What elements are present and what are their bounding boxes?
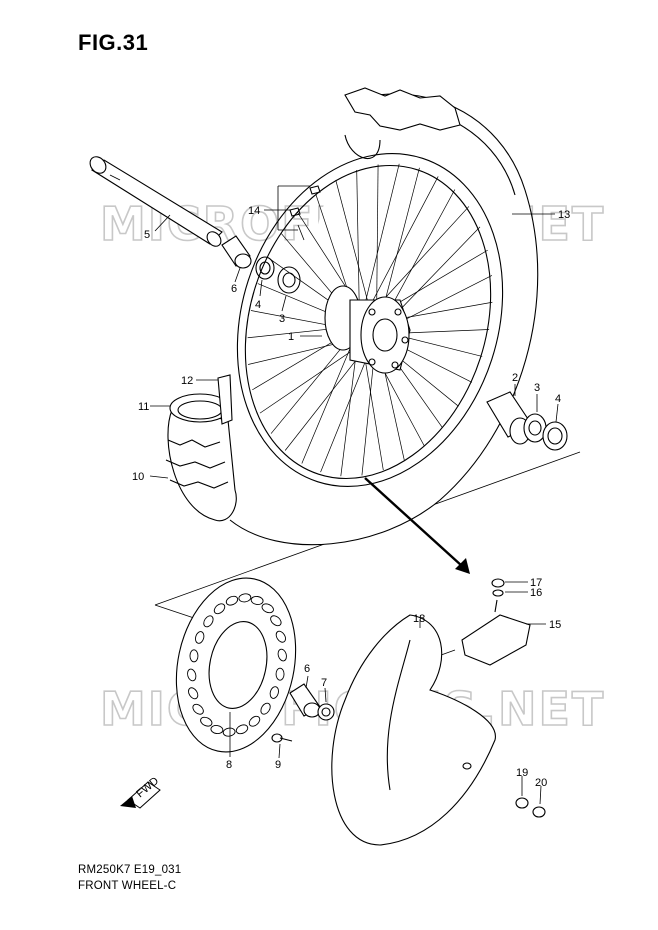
callout-leaders [149, 185, 559, 805]
wheel-hub [324, 285, 411, 374]
disc-cutout [250, 595, 264, 605]
callout-10: 10 [132, 471, 144, 483]
footer-diagram-name: FRONT WHEEL-C [78, 880, 177, 892]
disc-cutout [200, 716, 213, 727]
figure-title: FIG.31 [78, 30, 149, 55]
callout-17: 17 [530, 577, 542, 589]
disc-cutout [248, 715, 261, 727]
footer-model-code: RM250K7 E19_031 [78, 864, 182, 876]
disc-cutout [261, 603, 274, 614]
disc-cutout [213, 603, 226, 615]
front-axle [89, 156, 223, 247]
oil-seal-lower [317, 703, 335, 721]
disc-cutout [275, 630, 286, 643]
callout-16: 16 [530, 587, 542, 599]
callout-18: 18 [413, 613, 425, 625]
callout-9: 9 [275, 759, 281, 771]
assembly-arrow [364, 477, 470, 574]
disc-cutout [192, 703, 204, 715]
callout-12: 12 [181, 375, 193, 387]
brake-disc [175, 577, 297, 753]
spoke-nipples [289, 185, 321, 241]
disc-cover [331, 614, 496, 846]
disc-cutout [188, 687, 199, 700]
disc-cutout [275, 667, 285, 681]
spacer-collar-lower [289, 683, 321, 718]
disc-bolt [271, 733, 293, 743]
wheel-rim [236, 153, 504, 487]
callout-15: 15 [549, 619, 561, 631]
callout-14: 14 [248, 205, 260, 217]
callout-6-lower: 6 [304, 663, 310, 675]
disc-cutout [260, 702, 271, 715]
disc-cutout [203, 615, 214, 628]
bearing-left [277, 266, 301, 294]
cover-bolt [532, 806, 546, 818]
tire-front-section [165, 393, 237, 522]
disc-cutout [189, 649, 199, 663]
disc-cutout [269, 686, 279, 699]
callout-4-right: 4 [555, 393, 561, 405]
callout-20: 20 [535, 777, 547, 789]
disc-cutout [270, 615, 282, 627]
tube-valve [461, 578, 531, 666]
callout-3-left: 3 [279, 313, 285, 325]
oil-seal-right [542, 421, 568, 451]
callout-7: 7 [321, 677, 327, 689]
disc-cutout [277, 648, 287, 662]
spacer-collar-left [221, 235, 252, 269]
disc-cutout [238, 593, 252, 603]
callout-labels: 1 2 3 3 4 4 5 6 6 7 8 9 10 11 12 13 14 1… [132, 205, 570, 789]
callout-2: 2 [512, 372, 518, 384]
spoke-line [359, 163, 400, 326]
forward-direction-marker: FWD [120, 775, 161, 809]
callout-3-right: 3 [534, 382, 540, 394]
callout-5: 5 [144, 229, 150, 241]
callout-4-left: 4 [255, 299, 261, 311]
rim-lock-band [217, 374, 233, 425]
disc-cutout [195, 631, 205, 644]
cover-washer [515, 797, 529, 809]
disc-cutout [210, 725, 224, 735]
disc-cutout [187, 668, 197, 682]
disc-cutout [235, 724, 249, 735]
callout-13: 13 [558, 209, 570, 221]
callout-1: 1 [288, 331, 294, 343]
callout-11: 11 [138, 401, 149, 413]
callout-19: 19 [516, 767, 528, 779]
callout-6-upper: 6 [231, 283, 237, 295]
callout-8: 8 [226, 759, 232, 771]
disc-cutout [225, 595, 239, 606]
